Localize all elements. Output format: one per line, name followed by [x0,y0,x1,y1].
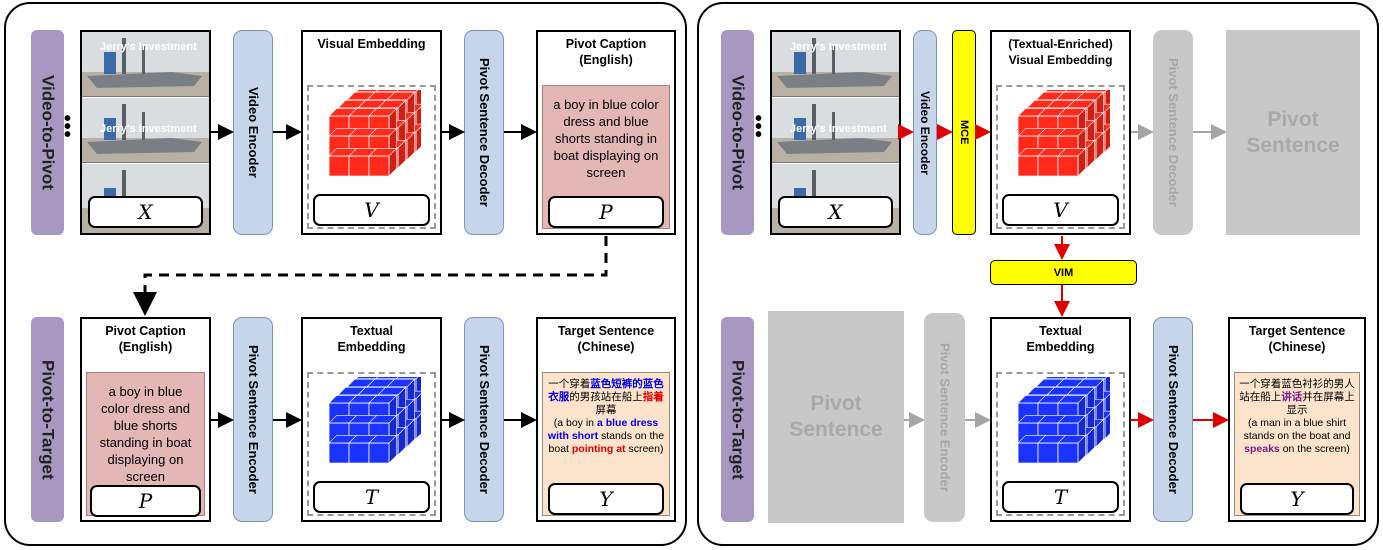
textual-embedding-cube-right [1017,377,1110,464]
stage-label-pivot-to-target-right: Pivot-to-Target [721,317,754,522]
symbol-v: V [1002,194,1119,226]
target-sentence-text: 一个穿着蓝色短裤的蓝色衣服的男孩站在船上指着屏幕 (a boy in a blu… [547,378,665,455]
pivot-sentence-decoder-right: Pivot Sentence Decoder [1153,317,1193,522]
embedding-dashed-frame [996,85,1125,229]
symbol-v: V [313,194,430,226]
watermark-text: Jerry's Investment [100,41,197,53]
enriched-visual-embedding-box: (Textual-Enriched) Visual Embedding V [990,30,1131,235]
symbol-t: T [1002,481,1119,513]
pivot-sentence-disabled: Pivot Sentence [1226,30,1360,235]
stage-label-video-to-pivot: Video-to-Pivot [31,30,64,235]
watermark-text: Jerry's Investment [100,123,197,135]
video-frame: Jerry's Investment [772,32,899,97]
visual-embedding-cube [328,90,421,177]
textual-embedding-box: Textual Embedding T [301,317,442,522]
embedding-dashed-frame [996,372,1125,516]
video-encoder-right: Video Encoder [913,30,937,235]
pivot-sentence-decoder-disabled: Pivot Sentence Decoder [1153,30,1193,235]
video-frame: Jerry's Investment [772,98,899,163]
stage-label-video-to-pivot-right: Video-to-Pivot [721,30,754,235]
symbol-p: P [90,485,201,517]
video-encoder: Video Encoder [233,30,273,235]
video-frame: Jerry's Investment [82,98,209,163]
textual-embedding-box-right: Textual Embedding T [990,317,1131,522]
symbol-p: P [548,196,664,228]
video-frames-box: Jerry's Investment Jerry's Investment X [80,30,211,235]
enriched-visual-cube [1017,90,1110,177]
symbol-x: X [778,196,893,228]
target-sentence-title: Target Sentence (Chinese) [557,324,655,354]
pivot-sentence-encoder-disabled: Pivot Sentence Encoder [924,313,965,522]
symbol-x: X [88,196,203,228]
target-sentence-text-right: 一个穿着蓝色衬衫的男人站在船上讲话并在屏幕上显示 (a man in a blu… [1239,378,1355,455]
pivot-caption-text: a boy in blue color dress and blue short… [553,97,659,180]
ellipsis-icon: ••• [64,108,72,146]
pivot-sentence-decoder-2: Pivot Sentence Decoder [464,317,504,522]
stage-label-pivot-to-target: Pivot-to-Target [31,317,64,522]
enriched-embedding-title: (Textual-Enriched) Visual Embedding [1008,37,1113,67]
pivot-sentence-input-disabled: Pivot Sentence [768,311,904,523]
dashed-connector-arrow [133,236,608,316]
pivot-caption-box: Pivot Caption (English) a boy in blue co… [536,30,676,235]
pivot-caption-input-title: Pivot Caption (English) [105,324,186,354]
watermark-text: Jerry's Investment [790,123,887,135]
video-frame: Jerry's Investment [82,32,209,97]
pivot-caption-input-box: Pivot Caption (English) a boy in blue co… [80,317,211,522]
pivot-caption-title: Pivot Caption (English) [565,37,647,67]
target-sentence-title-right: Target Sentence (Chinese) [1248,324,1346,354]
textual-embedding-title-right: Textual Embedding [1026,324,1095,354]
vim-module: VIM [990,260,1137,285]
visual-embedding-box: Visual Embedding V [301,30,442,235]
textual-embedding-title: Textual Embedding [337,324,406,354]
symbol-t: T [313,481,430,513]
symbol-y: Y [1240,483,1354,515]
target-sentence-box-right: Target Sentence (Chinese) 一个穿着蓝色衬衫的男人站在船… [1228,317,1366,522]
target-sentence-box: Target Sentence (Chinese) 一个穿着蓝色短裤的蓝色衣服的… [536,317,676,522]
ellipsis-icon: ••• [755,108,763,146]
embedding-dashed-frame [307,372,436,516]
pivot-caption-input-text: a boy in blue color dress and blue short… [99,384,192,484]
pivot-sentence-decoder: Pivot Sentence Decoder [464,30,504,235]
symbol-y: Y [548,483,664,515]
embedding-dashed-frame [307,85,436,229]
pivot-sentence-encoder: Pivot Sentence Encoder [233,317,273,522]
visual-embedding-title: Visual Embedding [317,37,426,51]
watermark-text: Jerry's Investment [790,41,887,53]
textual-embedding-cube [328,377,421,464]
video-frames-box-right: Jerry's Investment Jerry's Investment X [770,30,901,235]
